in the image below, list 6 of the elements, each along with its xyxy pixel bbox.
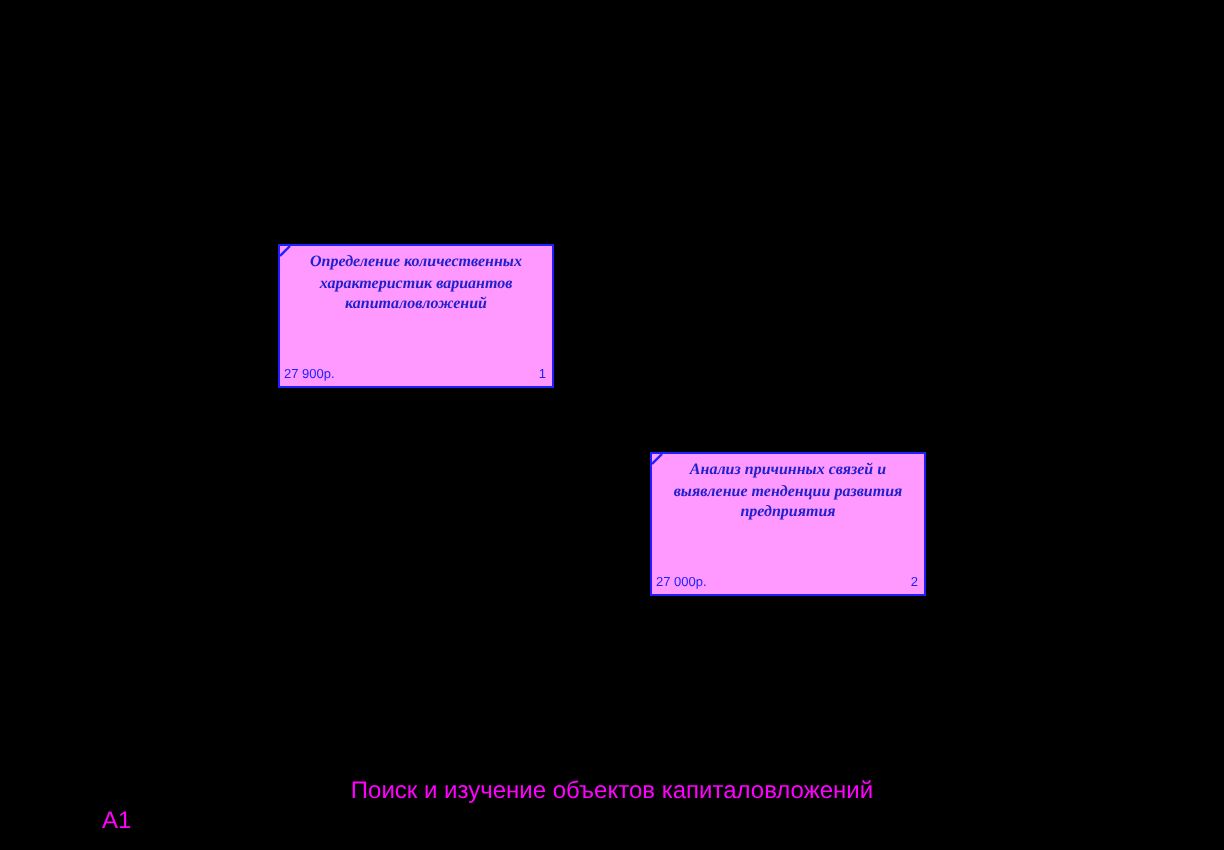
- activity-box: [650, 452, 926, 596]
- activity-name: Определение количественных характеристик вариантов капиталовложений: [308, 252, 524, 315]
- activity-box: [278, 244, 554, 388]
- diagram-title: Поиск и изучение объектов капиталовложений: [348, 776, 876, 804]
- activity-name: Анализ причинных связей и выявление тенденции развития предприятия: [671, 460, 905, 523]
- node-number-label: A1: [102, 806, 132, 834]
